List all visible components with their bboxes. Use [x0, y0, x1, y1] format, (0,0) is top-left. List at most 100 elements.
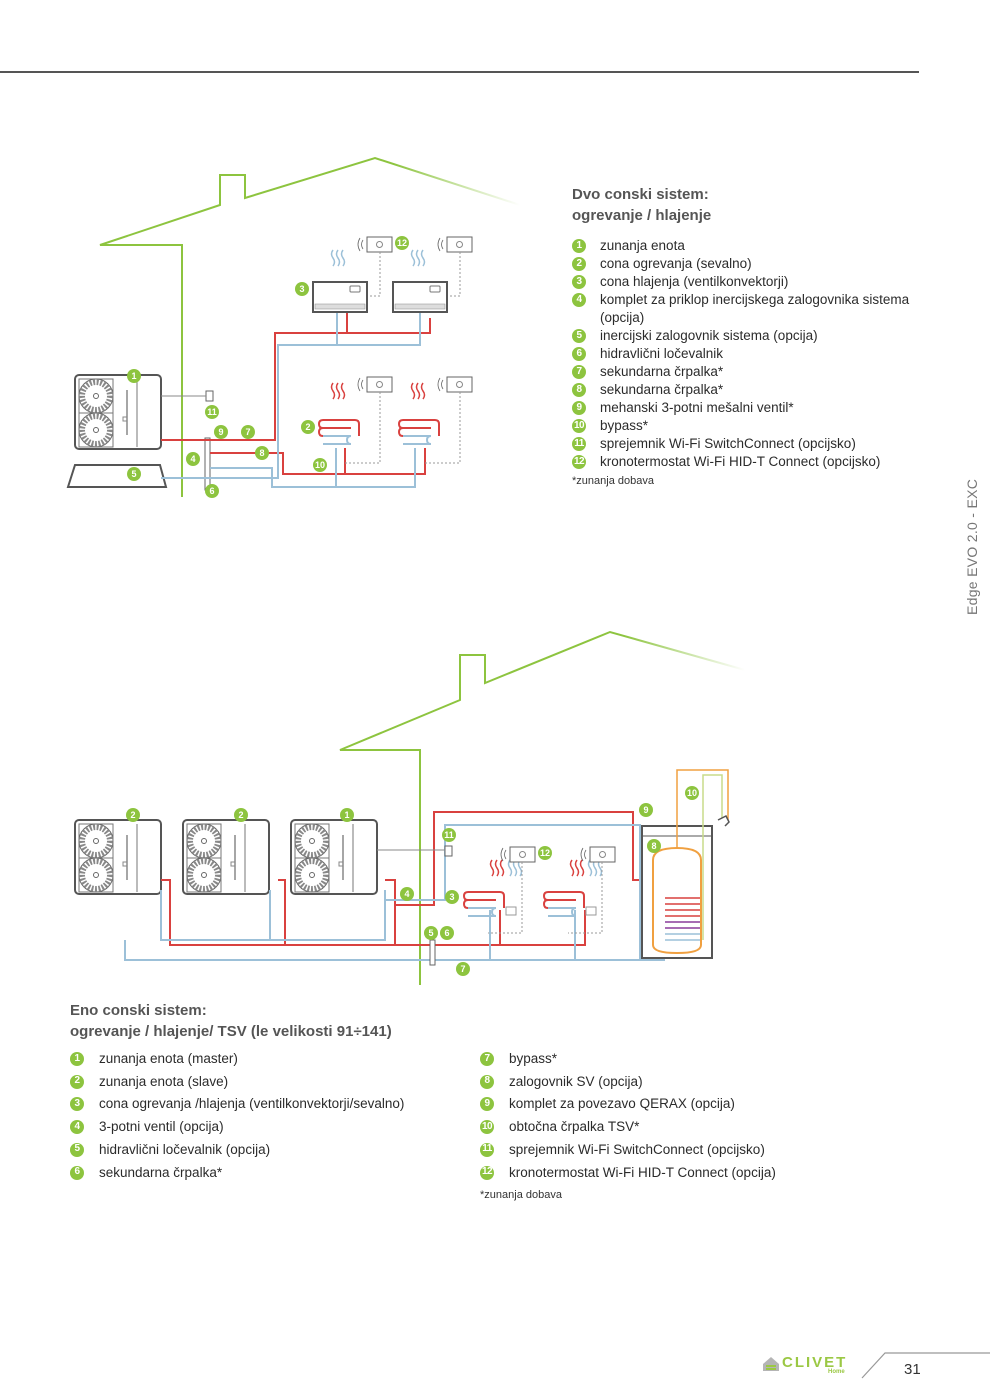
- product-side-label: Edge EVO 2.0 - EXC: [964, 478, 980, 615]
- house-outline-1: [99, 156, 521, 497]
- number-badge: 9: [480, 1097, 494, 1112]
- legend-item: 5 hidravlični ločevalnik (opcija): [70, 1139, 470, 1162]
- number-badge: 7: [480, 1052, 494, 1066]
- svg-text:4: 4: [404, 889, 409, 899]
- legend-text: sprejemnik Wi-Fi SwitchConnect (opcijsko…: [600, 436, 856, 451]
- legend-text: obtočna črpalka TSV*: [509, 1119, 640, 1135]
- tap-icon: [717, 814, 730, 827]
- legend-text: cona ogrevanja (sevalno): [600, 256, 752, 271]
- svg-text:5: 5: [131, 469, 136, 479]
- legend-text: kronotermostat Wi-Fi HID-T Connect (opci…: [509, 1164, 776, 1180]
- legend-item: 3 cona ogrevanja /hlajenja (ventilkonvekt…: [70, 1093, 470, 1116]
- svg-text:11: 11: [444, 830, 454, 840]
- legend-text: hidravlični ločevalnik (opcija): [99, 1141, 271, 1157]
- house-outline-2: [339, 630, 746, 985]
- section1-title-line1: Dvo conski sistem:: [572, 186, 709, 203]
- svg-text:11: 11: [207, 407, 217, 417]
- svg-text:7: 7: [460, 964, 465, 974]
- section2-title-line2: ogrevanje / hlajenje/ TSV (le velikosti …: [70, 1023, 392, 1040]
- legend-text: mehanski 3-potni mešalni ventil*: [600, 400, 794, 415]
- svg-text:2: 2: [305, 422, 310, 432]
- legend-item: 12 kronotermostat Wi-Fi HID-T Connect (op…: [480, 1162, 840, 1185]
- legend-text: bypass*: [509, 1051, 558, 1066]
- svg-text:10: 10: [315, 460, 325, 470]
- outdoor-unit-master: [291, 820, 377, 894]
- svg-text:2: 2: [238, 810, 243, 820]
- number-badge: 4: [70, 1120, 84, 1135]
- number-badge: 2: [70, 1074, 84, 1089]
- section1-title: Dvo conski sistem: ogrevanje / hlajenje: [572, 184, 711, 226]
- svg-text:1: 1: [344, 810, 349, 820]
- legend-text: komplet za povezavo QERAX (opcija): [509, 1096, 735, 1112]
- number-badge: 6: [572, 347, 586, 361]
- number-badge: 5: [572, 329, 586, 343]
- outdoor-unit-slave-2: [183, 820, 269, 894]
- footer-line: [861, 1352, 990, 1379]
- legend-item: 7 sekundarna črpalka*: [572, 363, 922, 381]
- number-badge: 7: [572, 365, 586, 379]
- legend-text: zunanja enota: [600, 238, 685, 253]
- number-badge: 11: [572, 437, 586, 451]
- buffer-tank: [66, 464, 168, 488]
- svg-text:7: 7: [245, 427, 250, 437]
- svg-text:10: 10: [687, 788, 697, 798]
- brand-name: CLIVET: [782, 1354, 848, 1371]
- number-badge: 9: [572, 401, 586, 415]
- legend-text: cona ogrevanja /hlajenja (ventilkonvekto…: [99, 1096, 405, 1112]
- section1-title-line2: ogrevanje / hlajenje: [572, 207, 712, 224]
- legend-text: zalogovnik SV (opcija): [509, 1073, 643, 1089]
- legend-text: hidravlični ločevalnik: [600, 346, 724, 361]
- page-number: 31: [904, 1361, 921, 1378]
- diagram-two-zone: 1 2 3 4 5 6 7 8 9 10 11 12: [40, 156, 521, 498]
- number-badge: 4: [572, 293, 586, 307]
- outdoor-unit: [75, 375, 161, 449]
- number-badge: 5: [70, 1142, 84, 1157]
- outdoor-unit-slave-1: [75, 820, 161, 894]
- legend-item: 11 sprejemnik Wi-Fi SwitchConnect (opcijs…: [572, 435, 922, 453]
- section2-title-line1: Eno conski sistem:: [70, 1002, 207, 1019]
- legend-item: 11 sprejemnik Wi-Fi SwitchConnect (opcijs…: [480, 1139, 840, 1162]
- svg-text:2: 2: [130, 810, 135, 820]
- svg-text:4: 4: [190, 454, 195, 464]
- legend-text: bypass*: [600, 418, 649, 433]
- diagram-single-zone-dhw: 1 2 2 3 4 5 6 7 8 9 10 11 12: [70, 630, 746, 986]
- legend-text: sekundarna črpalka*: [99, 1164, 223, 1180]
- legend-item: 4 3-potni ventil (opcija): [70, 1116, 470, 1139]
- svg-text:6: 6: [209, 486, 214, 496]
- legend-text: komplet za priklop inercijskega zalogovn…: [600, 292, 910, 325]
- svg-text:8: 8: [651, 841, 656, 851]
- legend-text: inercijski zalogovnik sistema (opcija): [600, 328, 818, 343]
- legend-text: cona hlajenja (ventilkonvektorji): [600, 274, 789, 289]
- svg-text:9: 9: [643, 805, 648, 815]
- svg-text:12: 12: [397, 238, 407, 248]
- header-rule: [0, 71, 919, 73]
- number-badge: 6: [70, 1165, 84, 1180]
- svg-text:3: 3: [449, 892, 454, 902]
- number-badge: 8: [572, 383, 586, 397]
- number-badge: 11: [480, 1142, 494, 1157]
- legend-text: 3-potni ventil (opcija): [99, 1119, 224, 1135]
- legend-item: 9 komplet za povezavo QERAX (opcija): [480, 1093, 840, 1116]
- legend-text: sekundarna črpalka*: [600, 364, 724, 379]
- legend-text: sprejemnik Wi-Fi SwitchConnect (opcijsko…: [509, 1141, 765, 1157]
- svg-text:9: 9: [218, 427, 223, 437]
- section2-footnote: *zunanja dobava: [480, 1189, 562, 1201]
- section2-title: Eno conski sistem: ogrevanje / hlajenje/…: [70, 1000, 392, 1042]
- legend-text: zunanja enota (master): [99, 1051, 238, 1066]
- legend-item: 9 mehanski 3-potni mešalni ventil*: [572, 399, 922, 417]
- number-badge: 3: [70, 1097, 84, 1112]
- number-badge: 10: [572, 419, 586, 433]
- brand-sub: Home: [828, 1369, 845, 1375]
- diagram2-callouts: 1 2 2 3 4 5 6 7 8 9 10 11 12: [126, 786, 699, 976]
- number-badge: 12: [480, 1165, 494, 1180]
